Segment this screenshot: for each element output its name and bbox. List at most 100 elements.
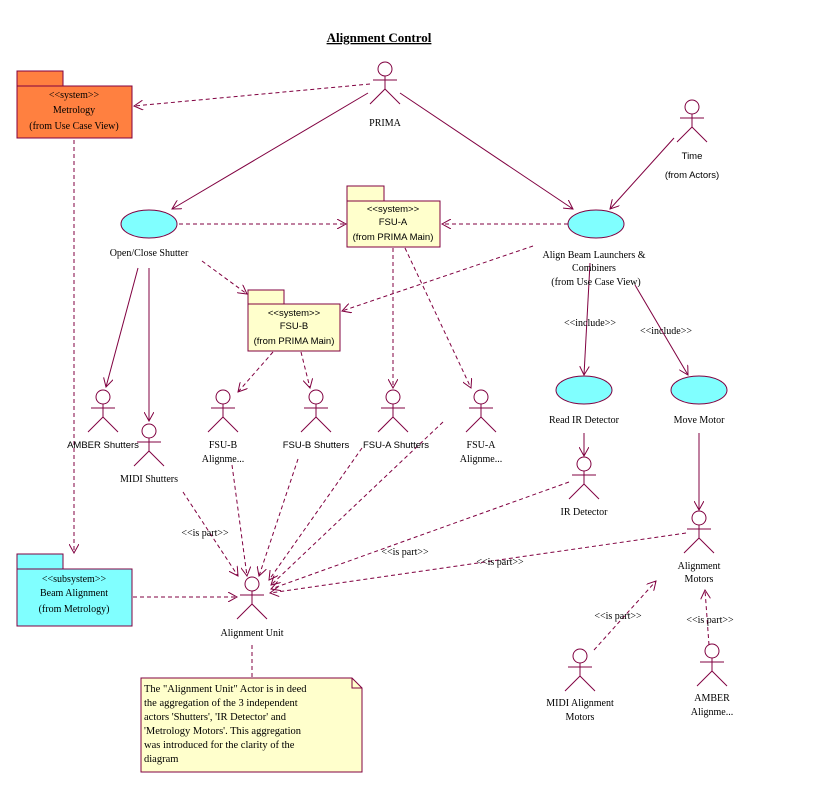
actor-fsu-b-shutters[interactable]: FSU-B Shutters xyxy=(283,389,350,451)
actor-icon xyxy=(87,389,119,433)
package-body xyxy=(346,200,441,248)
ispart-fsubalign-alignmentunit xyxy=(231,464,247,576)
actor-label: FSU-A Shutters xyxy=(363,440,429,451)
note-body xyxy=(140,677,363,773)
actor-amber-alignment[interactable]: AMBER Alignme... xyxy=(691,643,734,718)
usecase-read-ir-detector[interactable]: Read IR Detector xyxy=(549,375,620,426)
actor-label-line2: Alignme... xyxy=(691,707,734,718)
package-tab xyxy=(247,289,285,305)
package-body xyxy=(247,303,341,352)
dependency-fsub-fsubshutters xyxy=(300,351,310,388)
package-origin: (from Use Case View) xyxy=(29,121,118,132)
actor-label-line1: AMBER xyxy=(694,693,730,704)
actor-fsu-a-shutters[interactable]: FSU-A Shutters xyxy=(363,389,429,451)
ispart-midishutters-alignmentunit xyxy=(182,491,238,576)
actor-icon xyxy=(369,61,401,105)
actor-icon xyxy=(568,456,600,500)
usecase-label: Read IR Detector xyxy=(549,415,620,426)
association-openclose-ambershutters xyxy=(106,267,139,387)
usecase-move-motor[interactable]: Move Motor xyxy=(670,375,728,426)
actor-icon xyxy=(683,510,715,554)
usecase-open-close-shutter[interactable]: Open/Close Shutter xyxy=(110,209,189,259)
package-body xyxy=(16,85,133,139)
is-part-label: <<is part>> xyxy=(181,528,229,539)
package-stereotype: <<system>> xyxy=(268,308,321,319)
ispart-fsubshutters-alignmentunit xyxy=(259,458,299,576)
dependency-fsua-fsuaalign xyxy=(404,247,471,388)
ispart-midialignmotors-alignmentmotors xyxy=(593,581,656,651)
package-tab xyxy=(16,553,64,570)
actor-label-line2: Alignme... xyxy=(202,454,245,465)
ispart-fsuashutters-alignmentunit xyxy=(269,447,363,580)
usecase-ellipse xyxy=(120,209,178,239)
package-stereotype: <<system>> xyxy=(367,204,420,215)
actor-label-line1: FSU-B xyxy=(209,440,238,451)
package-name: FSU-A xyxy=(379,217,408,228)
actor-midi-alignment-motors[interactable]: MIDI Alignment Motors xyxy=(546,648,614,723)
is-part-label: <<is part>> xyxy=(686,615,734,626)
package-fsu-b[interactable]: <<system>> FSU-B (from PRIMA Main) xyxy=(247,289,341,352)
usecase-label: Move Motor xyxy=(674,415,726,426)
usecase-align-beam-launchers[interactable]: Align Beam Launchers & Combiners (from U… xyxy=(542,209,646,288)
actor-label: MIDI Shutters xyxy=(120,474,178,485)
actor-alignment-motors[interactable]: Alignment Motors xyxy=(678,510,721,585)
package-name: FSU-B xyxy=(280,321,309,332)
note-line: The "Alignment Unit" Actor is in deed xyxy=(144,684,307,695)
usecase-ellipse xyxy=(555,375,613,405)
package-beam-alignment[interactable]: <<subsystem>> Beam Alignment (from Metro… xyxy=(16,553,133,627)
actor-label-line1: Alignment xyxy=(678,561,721,572)
actor-fsu-a-alignment[interactable]: FSU-A Alignme... xyxy=(460,389,503,465)
actor-midi-shutters[interactable]: MIDI Shutters xyxy=(120,423,178,485)
package-tab xyxy=(16,70,64,87)
usecase-label-line1: Align Beam Launchers & xyxy=(542,250,645,261)
actor-time[interactable]: Time (from Actors) xyxy=(665,99,719,181)
note-line: the aggregation of the 3 independent xyxy=(144,698,298,709)
package-origin: (from PRIMA Main) xyxy=(353,232,434,243)
actor-icon xyxy=(236,576,268,620)
diagram-title: Alignment Control xyxy=(327,30,432,45)
actor-label-line2: Motors xyxy=(566,712,595,723)
note-fold xyxy=(351,678,362,689)
package-stereotype: <<system>> xyxy=(49,90,100,101)
actor-label: FSU-B Shutters xyxy=(283,440,350,451)
package-origin: (from Metrology) xyxy=(39,604,110,615)
ispart-alignmentmotors-alignmentunit xyxy=(270,532,687,593)
is-part-label: <<is part>> xyxy=(594,611,642,622)
package-origin: (from PRIMA Main) xyxy=(254,336,335,347)
actor-prima[interactable]: PRIMA xyxy=(369,61,402,129)
note-line: was introduced for the clarity of the xyxy=(144,740,295,751)
package-body xyxy=(16,568,133,627)
actor-alignment-unit[interactable]: Alignment Unit xyxy=(220,576,284,639)
package-tab xyxy=(346,185,385,202)
dependency-openclose-fsub xyxy=(201,260,247,294)
note-alignment-unit[interactable]: The "Alignment Unit" Actor is in deed th… xyxy=(140,677,363,773)
usecase-label: Open/Close Shutter xyxy=(110,248,189,259)
actor-ir-detector[interactable]: IR Detector xyxy=(561,456,609,518)
package-metrology[interactable]: <<system>> Metrology (from Use Case View… xyxy=(16,70,133,139)
actor-label-line2: Alignme... xyxy=(460,454,503,465)
actor-icon xyxy=(133,423,165,467)
is-part-label: <<is part>> xyxy=(476,557,524,568)
usecase-label-line2: Combiners xyxy=(572,263,616,274)
actor-icon xyxy=(676,99,708,143)
actor-label-line1: MIDI Alignment xyxy=(546,698,614,709)
actor-label: AMBER Shutters xyxy=(67,440,139,451)
actor-fsu-b-alignment[interactable]: FSU-B Alignme... xyxy=(202,389,245,465)
actor-icon xyxy=(377,389,409,433)
actor-label-line2: Motors xyxy=(685,574,714,585)
ispart-fsuaalign-alignmentunit xyxy=(271,421,444,585)
association-prima-openclose xyxy=(172,92,369,209)
package-name: Beam Alignment xyxy=(40,588,108,599)
include-label: <<include>> xyxy=(564,318,616,329)
actor-icon xyxy=(465,389,497,433)
include-label: <<include>> xyxy=(640,326,692,337)
package-fsu-a[interactable]: <<system>> FSU-A (from PRIMA Main) xyxy=(346,185,441,248)
actor-amber-shutters[interactable]: AMBER Shutters xyxy=(67,389,139,451)
usecase-ellipse xyxy=(670,375,728,405)
note-line: actors 'Shutters', 'IR Detector' and xyxy=(144,712,287,723)
is-part-label: <<is part>> xyxy=(381,547,429,558)
actor-icon xyxy=(564,648,596,692)
include-alignbeam-movemotor xyxy=(634,284,688,375)
actor-label: IR Detector xyxy=(561,507,609,518)
